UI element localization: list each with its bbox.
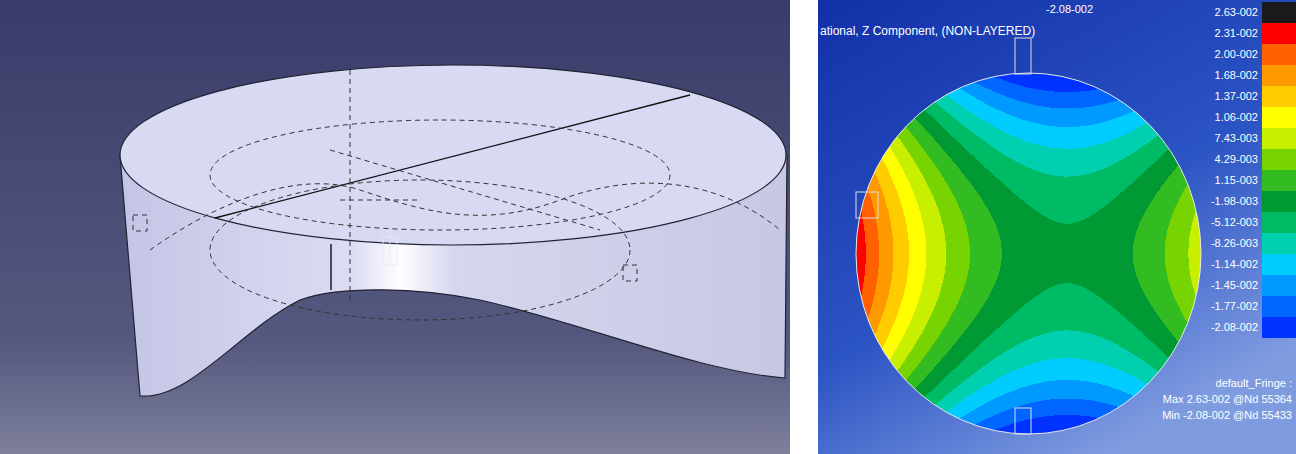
legend-swatch [1262, 317, 1296, 338]
axis-marker [383, 230, 397, 265]
legend-value: 2.63-002 [1215, 6, 1258, 19]
legend-swatch [1262, 254, 1296, 275]
legend-value: 1.15-003 [1215, 174, 1258, 187]
legend-swatch [1262, 149, 1296, 170]
legend-value: -5.12-003 [1211, 216, 1258, 229]
legend-value: -1.98-003 [1211, 195, 1258, 208]
legend-swatch [1262, 107, 1296, 128]
legend-value: 2.00-002 [1215, 48, 1258, 61]
legend-swatch [1262, 170, 1296, 191]
legend-value: 1.37-002 [1215, 90, 1258, 103]
legend-swatch [1262, 191, 1296, 212]
legend-swatch [1262, 65, 1296, 86]
legend-value: -2.08-002 [1211, 321, 1258, 334]
legend-swatch [1262, 212, 1296, 233]
edge-line [215, 95, 690, 218]
legend-swatch [1262, 23, 1296, 44]
legend-value: -1.14-002 [1211, 258, 1258, 271]
max-value: Max 2.63-002 @Nd 55364 [1163, 393, 1292, 406]
min-value: Min -2.08-002 @Nd 55433 [1162, 409, 1292, 422]
hidden-lines [133, 70, 780, 320]
legend-value: -1.45-002 [1211, 279, 1258, 292]
edge-line [330, 244, 331, 290]
node-value: -2.08-002 [1046, 3, 1093, 16]
legend-value: -8.26-003 [1211, 237, 1258, 250]
fringe-name: default_Fringe : [1216, 377, 1292, 390]
legend-swatch [1262, 44, 1296, 65]
result-title: ational, Z Component, (NON-LAYERED) [820, 25, 1035, 38]
legend-value: 4.29-003 [1215, 153, 1258, 166]
legend-swatch [1262, 86, 1296, 107]
legend-value: 2.31-002 [1215, 27, 1258, 40]
legend-swatch [1262, 128, 1296, 149]
legend-value: 1.68-002 [1215, 69, 1258, 82]
constraint-marker [856, 38, 1031, 434]
plot-boundary [856, 73, 1201, 434]
legend-value: -1.77-002 [1211, 300, 1258, 313]
legend-swatch [1262, 2, 1296, 23]
viewport-background [0, 0, 790, 454]
legend-value: 7.43-003 [1215, 132, 1258, 145]
contour-field [856, 73, 1201, 434]
part-top-face [120, 65, 786, 245]
legend-swatch [1262, 296, 1296, 317]
legend-swatch [1262, 233, 1296, 254]
legend-swatch [1262, 275, 1296, 296]
plot-background [818, 0, 1296, 454]
legend-value: 1.06-002 [1215, 111, 1258, 124]
